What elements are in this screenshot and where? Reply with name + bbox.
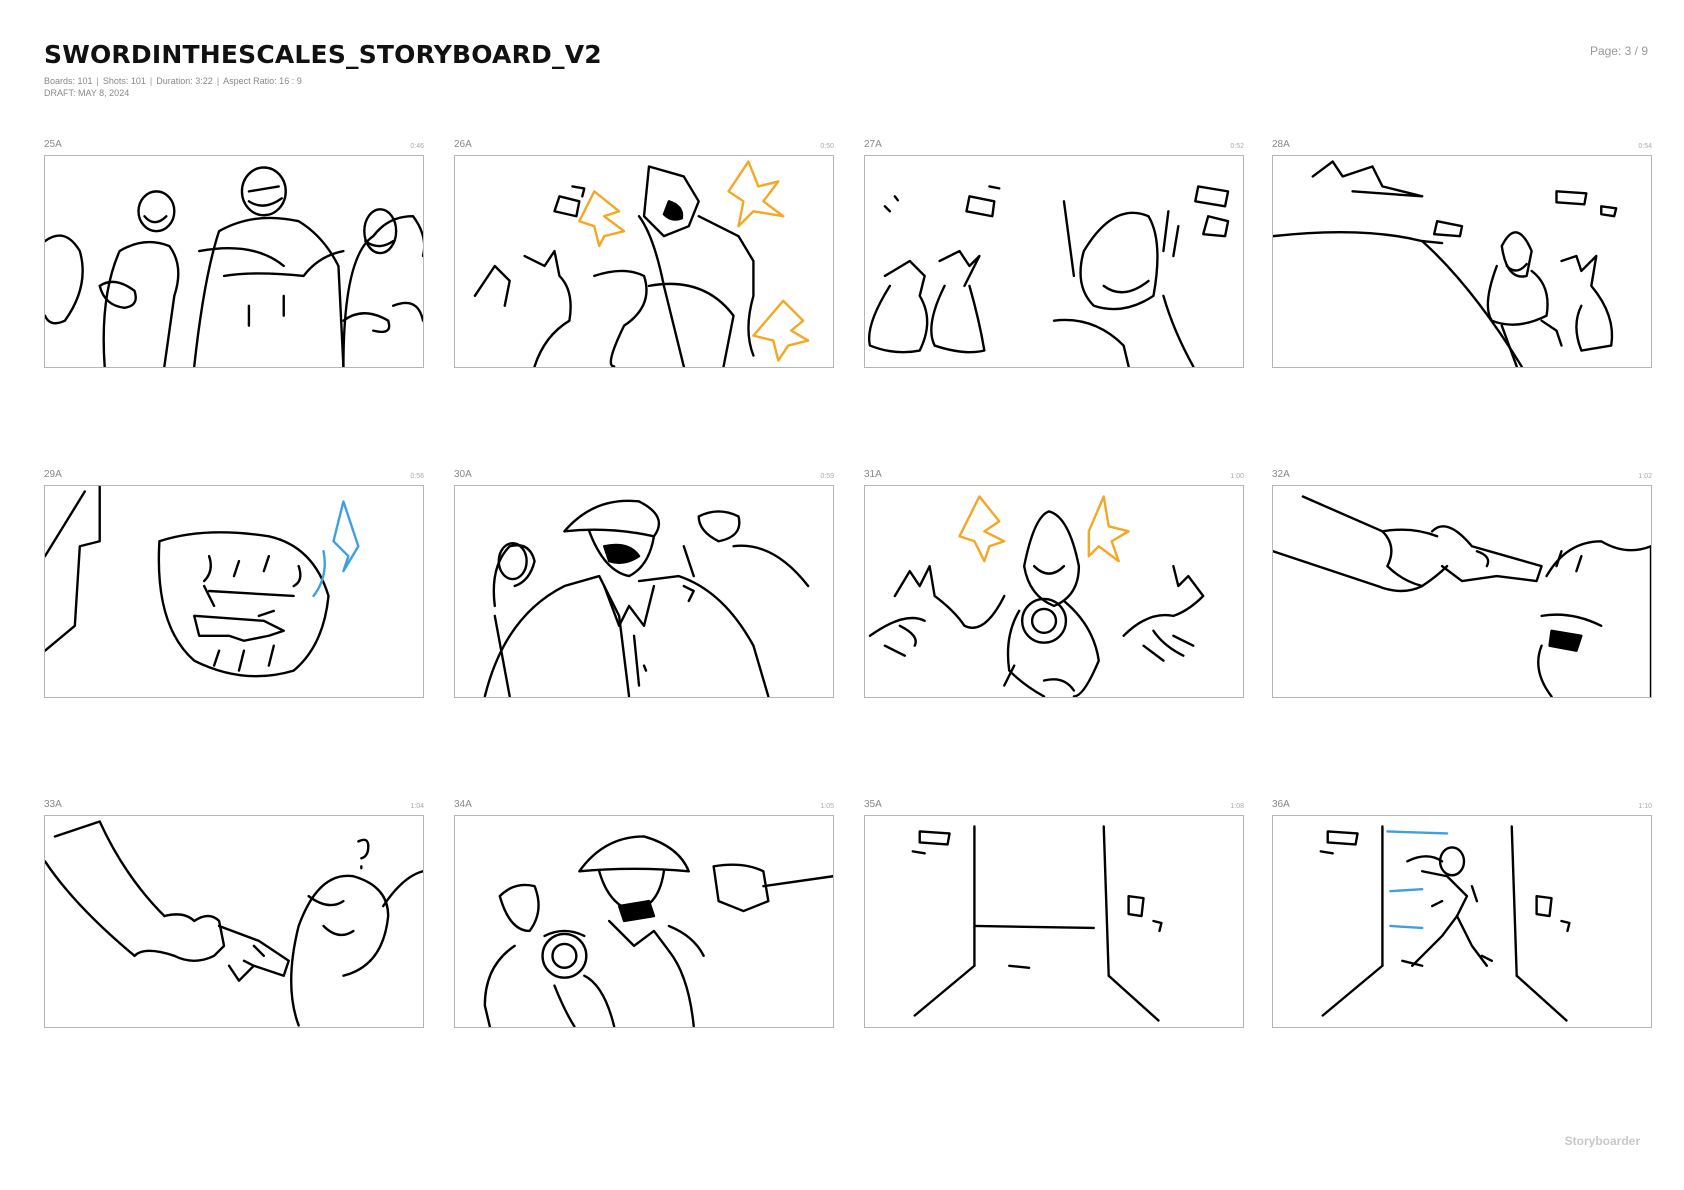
board-label: 25A [44, 139, 62, 150]
sketch-confused-hood [45, 820, 423, 1027]
board-label: 34A [454, 799, 472, 810]
meta-duration: Duration: 3:22 [156, 76, 213, 86]
meta-draft-date: DRAFT: MAY 8, 2024 [44, 88, 130, 98]
meta-separator: | [96, 76, 99, 86]
sketch-hooded-figure-in-room [1273, 160, 1618, 367]
board-label: 29A [44, 469, 62, 480]
sketch-eye-reflection-gun [45, 486, 360, 678]
sketch-frame [864, 155, 1244, 368]
board-label: 33A [44, 799, 62, 810]
sketch-empty-hallway [911, 825, 1163, 1022]
sketch-boss-in-hat [483, 499, 810, 697]
board-label: 32A [1272, 469, 1290, 480]
sketch-gun-pointed [1273, 495, 1651, 697]
sketch-crowd-of-thugs [45, 166, 423, 367]
storyboard-title: SWORDINTHESCALES_STORYBOARD_V2 [44, 40, 602, 69]
meta-aspect-ratio: Aspect Ratio: 16 : 9 [223, 76, 302, 86]
board-duration: 0:59 [820, 473, 834, 480]
page-number: Page: 3 / 9 [1589, 44, 1648, 58]
board-label: 27A [864, 139, 882, 150]
sketch-gun-to-hooded-figure [868, 495, 1205, 697]
sketch-frame [454, 815, 834, 1028]
meta-boards: Boards: 101 [44, 76, 93, 86]
sketch-figure-running-hallway [1319, 825, 1571, 1022]
board-duration: 0:54 [1638, 143, 1652, 150]
sketch-hooded-figure-attacked [473, 160, 810, 367]
sketch-frame [44, 815, 424, 1028]
storyboarder-brand: Storyboarder [1564, 1134, 1640, 1148]
sketch-frame [454, 155, 834, 368]
sketch-frame [1272, 155, 1652, 368]
board-label: 30A [454, 469, 472, 480]
board-duration: 1:05 [820, 803, 834, 810]
board-duration: 1:10 [1638, 803, 1652, 810]
sketch-frame [864, 485, 1244, 698]
sketch-frame [1272, 815, 1652, 1028]
board-duration: 0:46 [410, 143, 424, 150]
sketch-frame [864, 815, 1244, 1028]
board-duration: 0:56 [410, 473, 424, 480]
storyboard-meta: Boards: 101|Shots: 101|Duration: 3:22|As… [44, 75, 302, 99]
board-label: 28A [1272, 139, 1290, 150]
meta-separator: | [216, 76, 220, 86]
board-duration: 1:00 [1230, 473, 1244, 480]
board-label: 35A [864, 799, 882, 810]
sketch-frame [44, 485, 424, 698]
board-label: 36A [1272, 799, 1290, 810]
sketch-frame [44, 155, 424, 368]
board-duration: 1:08 [1230, 803, 1244, 810]
board-duration: 1:02 [1638, 473, 1652, 480]
sketch-boss-aims-gun [483, 835, 833, 1027]
board-label: 26A [454, 139, 472, 150]
sketch-frame [1272, 485, 1652, 698]
sketch-frame [454, 485, 834, 698]
sketch-money-bags-hood [868, 185, 1230, 367]
meta-shots: Shots: 101 [102, 76, 146, 86]
board-label: 31A [864, 469, 882, 480]
board-duration: 1:04 [410, 803, 424, 810]
board-duration: 0:50 [820, 143, 834, 150]
board-duration: 0:52 [1230, 143, 1244, 150]
meta-separator: | [149, 76, 153, 86]
meta-line-1: Boards: 101|Shots: 101|Duration: 3:22|As… [44, 75, 302, 87]
